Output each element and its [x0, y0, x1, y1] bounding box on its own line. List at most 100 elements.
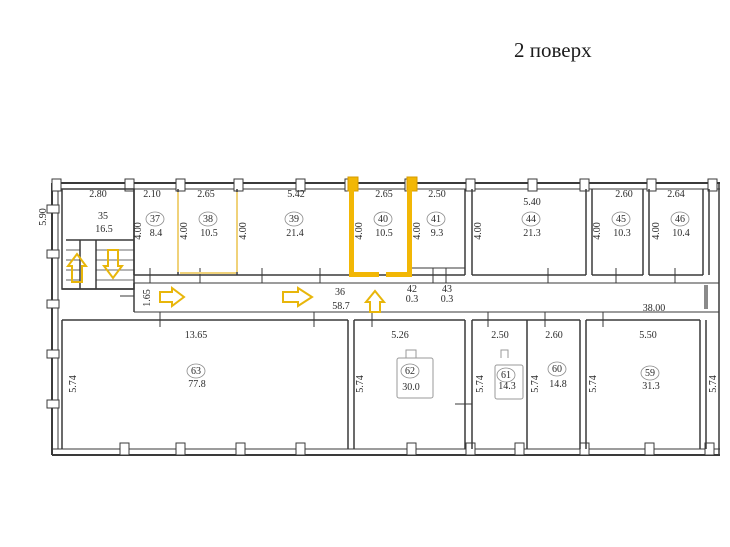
room-41-width: 2.50	[428, 189, 446, 200]
top-pier-11	[707, 178, 718, 192]
room-36-number: 36	[335, 287, 345, 298]
room-37-height: 4.00	[133, 222, 144, 240]
room-38-width: 2.65	[197, 189, 215, 200]
room-39-number: 39	[289, 214, 299, 225]
room-44-circle	[521, 211, 541, 227]
room-46-number: 46	[675, 214, 685, 225]
room-60-width: 2.60	[545, 330, 563, 341]
room-45-width: 2.60	[615, 189, 633, 200]
top-pier-9	[579, 178, 590, 192]
top-pier-0	[51, 178, 62, 192]
room-60-area: 14.8	[549, 379, 567, 390]
room-59-number: 59	[645, 368, 655, 379]
room-46-circle	[670, 211, 690, 227]
room-41-area: 9.3	[431, 228, 444, 239]
arrow-right-2	[282, 286, 314, 308]
left-pier-1	[46, 249, 60, 259]
room-61-width: 2.50	[491, 330, 509, 341]
bottom-pier-9	[704, 442, 715, 456]
room-37-width: 2.10	[143, 189, 161, 200]
room-35-width: 2.80	[89, 189, 107, 200]
room-61-height: 5.74	[475, 375, 486, 393]
room-46-height: 4.00	[651, 222, 662, 240]
room-35-height: 5.90	[38, 208, 49, 226]
room-42-area: 0.3	[406, 294, 419, 305]
room-41-height: 4.00	[412, 222, 423, 240]
room-45-height: 4.00	[592, 222, 603, 240]
room-62-width: 5.26	[391, 330, 409, 341]
bottom-pier-3	[295, 442, 306, 456]
room-59-width: 5.50	[639, 330, 657, 341]
sketch-marks	[396, 349, 524, 400]
room-45-area: 10.3	[613, 228, 631, 239]
room-63-height: 5.74	[68, 375, 79, 393]
room-45-number: 45	[616, 214, 626, 225]
room-36-height: 1.65	[142, 289, 153, 307]
room-41-circle	[426, 211, 446, 227]
room-62-circle	[400, 363, 420, 379]
room-62-height: 5.74	[355, 375, 366, 393]
room-63-width: 13.65	[185, 330, 208, 341]
top-pier-3	[233, 178, 244, 192]
room-39-area: 21.4	[286, 228, 304, 239]
room-44-area: 21.3	[523, 228, 541, 239]
evacuation-arrows	[66, 249, 387, 313]
bottom-pier-0	[119, 442, 130, 456]
highlighted-room-40	[347, 176, 418, 277]
outer-walls	[51, 182, 720, 456]
top-pier-10	[646, 178, 657, 192]
room-63-area: 77.8	[188, 379, 206, 390]
room-40-circle	[373, 211, 393, 227]
bottom-pier-8	[644, 442, 655, 456]
top-pier-1	[124, 178, 135, 192]
arrow-right-1	[159, 286, 186, 308]
room-61-circle	[496, 367, 516, 383]
faint-highlight-marks	[177, 192, 238, 274]
room-40-number: 40	[378, 214, 388, 225]
room-61-area: 14.3	[498, 381, 516, 392]
bottom-pier-7	[579, 442, 590, 456]
room-35-area: 16.5	[95, 224, 113, 235]
top-pier-8	[527, 178, 538, 192]
room-43-number: 43	[442, 284, 452, 295]
top-pier-4	[295, 178, 306, 192]
room-39-height: 4.00	[238, 222, 249, 240]
room-41-number: 41	[431, 214, 441, 225]
arrow-down-right	[102, 249, 124, 280]
room-44-width: 5.40	[523, 197, 541, 208]
left-pier-0	[46, 204, 60, 214]
extra-dimension: 5.74	[708, 375, 719, 393]
room-38-height: 4.00	[179, 222, 190, 240]
arrow-up-door	[363, 289, 387, 313]
floor-title: 2 поверх	[514, 38, 592, 62]
bottom-pier-5	[465, 442, 476, 456]
top-pier-7	[465, 178, 476, 192]
room-62-number: 62	[405, 366, 415, 377]
room-38-number: 38	[203, 214, 213, 225]
room-39-width: 5.42	[287, 189, 305, 200]
room-38-circle	[198, 211, 218, 227]
left-pier-3	[46, 349, 60, 359]
bottom-pier-6	[514, 442, 525, 456]
room-60-number: 60	[552, 364, 562, 375]
room-46-width: 2.64	[667, 189, 685, 200]
top-pier-2	[175, 178, 186, 192]
room-40-height: 4.00	[354, 222, 365, 240]
bottom-pier-2	[235, 442, 246, 456]
room-46-area: 10.4	[672, 228, 690, 239]
room-59-height: 5.74	[588, 375, 599, 393]
room-63-number: 63	[191, 366, 201, 377]
room-44-number: 44	[526, 214, 536, 225]
room-40-area: 10.5	[375, 228, 393, 239]
left-pier-4	[46, 399, 60, 409]
room-61-number: 61	[501, 370, 511, 381]
room-37-area: 8.4	[150, 228, 163, 239]
room-59-circle	[640, 365, 660, 381]
bottom-pier-1	[175, 442, 186, 456]
room-45-circle	[611, 211, 631, 227]
room-60-height: 5.74	[530, 375, 541, 393]
room-36-area: 58.7	[332, 301, 350, 312]
room-44-height: 4.00	[473, 222, 484, 240]
